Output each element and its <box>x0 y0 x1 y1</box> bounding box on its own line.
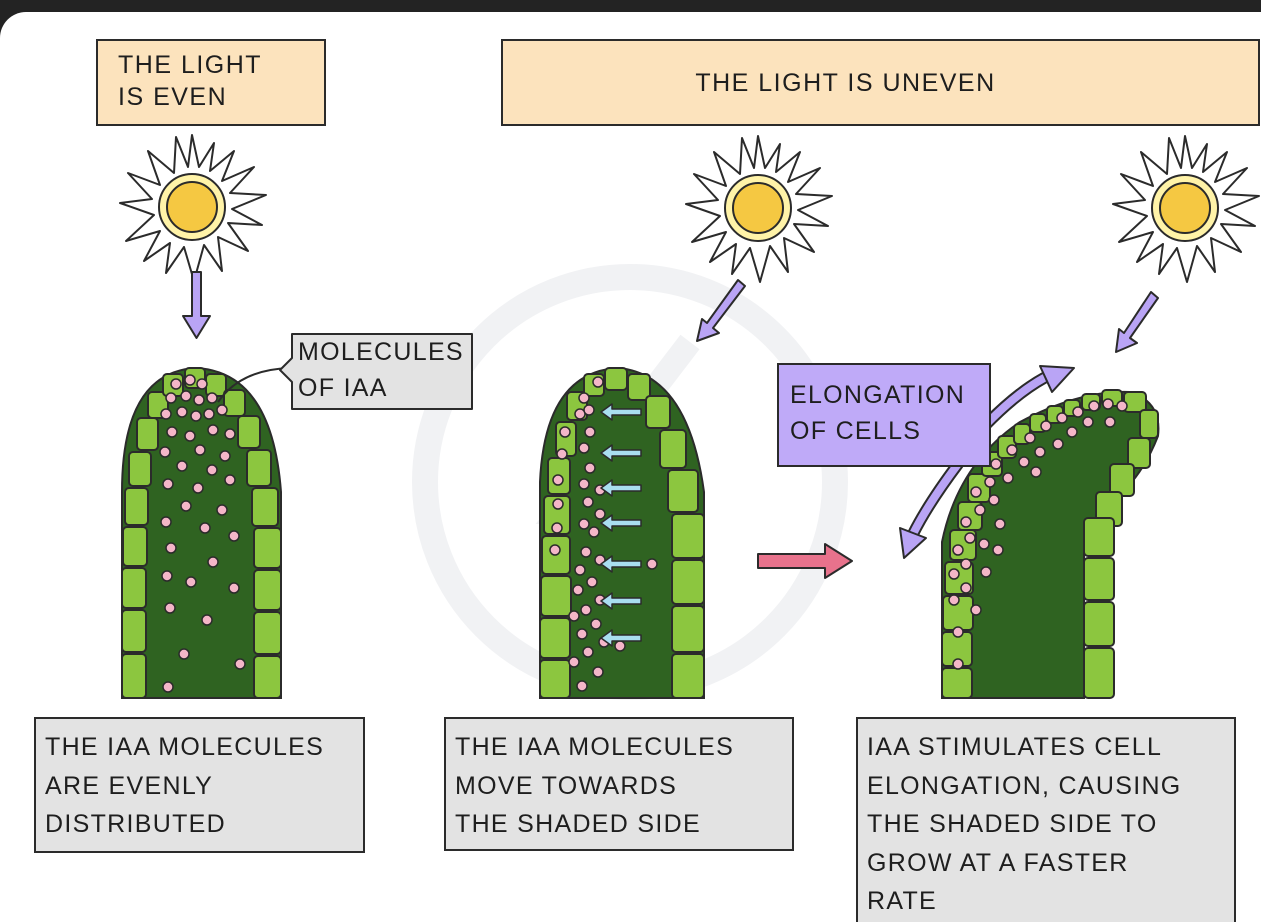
molecules-tag <box>279 333 473 410</box>
caption-line: THE SHADED SIDE TO <box>867 810 1158 838</box>
header-light-even: THE LIGHT IS EVEN <box>96 39 326 126</box>
elongation-arrow-icon <box>909 460 962 538</box>
caption-line: ELONGATION, CAUSING <box>867 771 1182 800</box>
light-arrow-icon <box>696 279 746 342</box>
header-line: THE LIGHT <box>118 51 263 79</box>
caption-line: THE IAA MOLECULES <box>455 733 735 761</box>
label-line: ELONGATION <box>790 381 966 409</box>
caption-line: ARE EVENLY <box>45 771 214 800</box>
sun-icon <box>1112 135 1260 283</box>
header-text: THE LIGHT IS UNEVEN <box>695 68 996 97</box>
shoot-even <box>121 366 282 699</box>
tropism-diagram: THE LIGHT IS EVEN THE LIGHT IS UNEVEN MO… <box>0 12 1261 922</box>
header-line: IS EVEN <box>118 83 228 111</box>
caption-bent: IAA STIMULATES CELL ELONGATION, CAUSING … <box>856 717 1236 922</box>
caption-line: MOVE TOWARDS <box>455 771 678 800</box>
caption-line: THE SHADED SIDE <box>455 810 701 838</box>
shoot-bent <box>941 389 1160 699</box>
header-light-uneven: THE LIGHT IS UNEVEN <box>501 39 1260 126</box>
caption-uneven: THE IAA MOLECULES MOVE TOWARDS THE SHADE… <box>444 717 794 851</box>
sun-icon <box>119 134 267 282</box>
caption-line: RATE <box>867 887 938 915</box>
caption-line: DISTRIBUTED <box>45 810 226 838</box>
caption-even: THE IAA MOLECULES ARE EVENLY DISTRIBUTED <box>34 717 365 853</box>
shoot-uneven <box>539 366 705 699</box>
label-molecules-of-iaa: MOLECULES OF IAA <box>292 330 472 410</box>
label-line: OF CELLS <box>790 417 922 445</box>
label-line: OF IAA <box>298 374 388 402</box>
sun-icon <box>685 135 833 283</box>
light-arrow-icon <box>1115 291 1159 353</box>
caption-line: THE IAA MOLECULES <box>45 733 325 761</box>
iaa-movement-arrow-icon <box>600 403 642 647</box>
caption-line: GROW AT A FASTER <box>867 848 1129 877</box>
label-pointer <box>217 367 290 403</box>
next-stage-arrow-icon <box>757 543 853 579</box>
caption-line: IAA STIMULATES CELL <box>867 733 1163 761</box>
light-arrow-icon <box>182 271 211 339</box>
label-elongation-of-cells: ELONGATION OF CELLS <box>777 363 991 467</box>
label-line: MOLECULES <box>298 338 464 366</box>
diagram-canvas <box>119 134 1260 700</box>
